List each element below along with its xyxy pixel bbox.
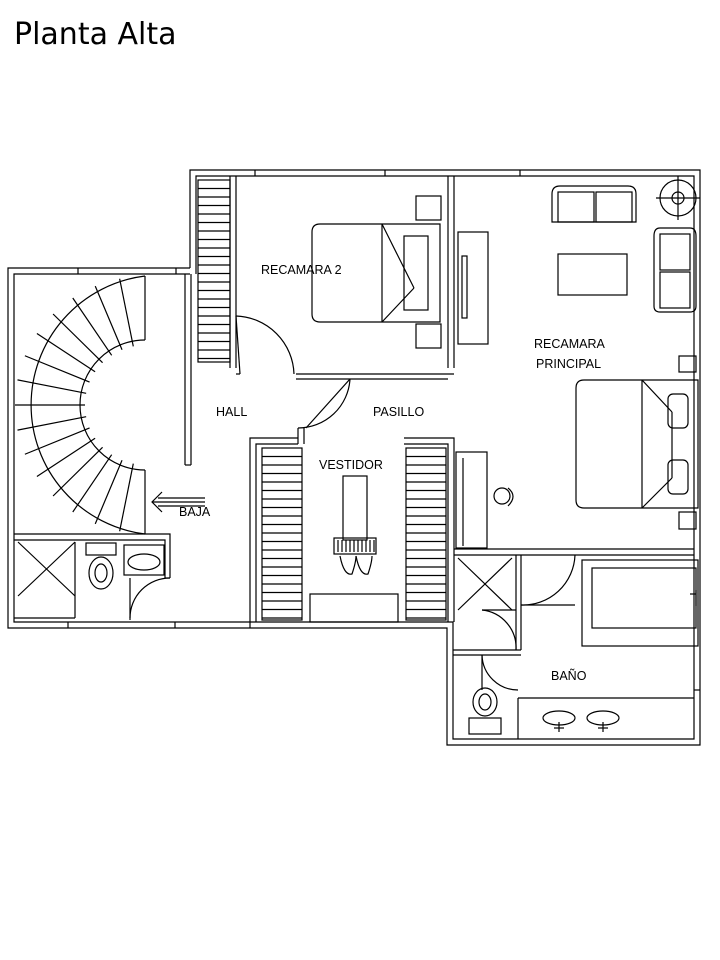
down-arrow-icon xyxy=(151,491,205,513)
label-recamara-principal-2: PRINCIPAL xyxy=(536,357,601,371)
doors xyxy=(129,315,576,691)
exterior-walls xyxy=(7,169,701,746)
tread-line xyxy=(119,463,134,532)
tread-line xyxy=(24,427,90,455)
straight-stair-top xyxy=(197,179,231,363)
label-recamara-2: RECAMARA 2 xyxy=(261,263,342,277)
label-pasillo: PASILLO xyxy=(373,405,424,419)
master-bedroom-furniture xyxy=(455,176,700,549)
closet-shelves xyxy=(261,447,447,623)
tread-line xyxy=(52,446,103,497)
tread-line xyxy=(17,379,87,394)
tread-line xyxy=(24,355,90,383)
label-recamara-principal-1: RECAMARA xyxy=(534,337,606,351)
tread-line xyxy=(52,313,103,364)
label-baja: BAJA xyxy=(179,505,211,519)
tread-line xyxy=(36,332,96,373)
tread-line xyxy=(119,278,134,347)
spiral-stair xyxy=(15,275,146,535)
tread-line xyxy=(72,297,113,356)
label-bano: BAÑO xyxy=(551,669,587,683)
tread-line xyxy=(94,285,123,350)
bath-fixtures xyxy=(14,541,699,739)
bedroom2-furniture xyxy=(311,195,442,349)
tread-line xyxy=(94,460,123,525)
interior-walls xyxy=(14,176,694,656)
label-vestidor: VESTIDOR xyxy=(319,458,383,472)
tread-line xyxy=(72,454,113,513)
tread-line xyxy=(17,416,87,431)
label-hall: HALL xyxy=(216,405,247,419)
page-title: Planta Alta xyxy=(14,17,177,52)
tread-line xyxy=(36,437,96,478)
